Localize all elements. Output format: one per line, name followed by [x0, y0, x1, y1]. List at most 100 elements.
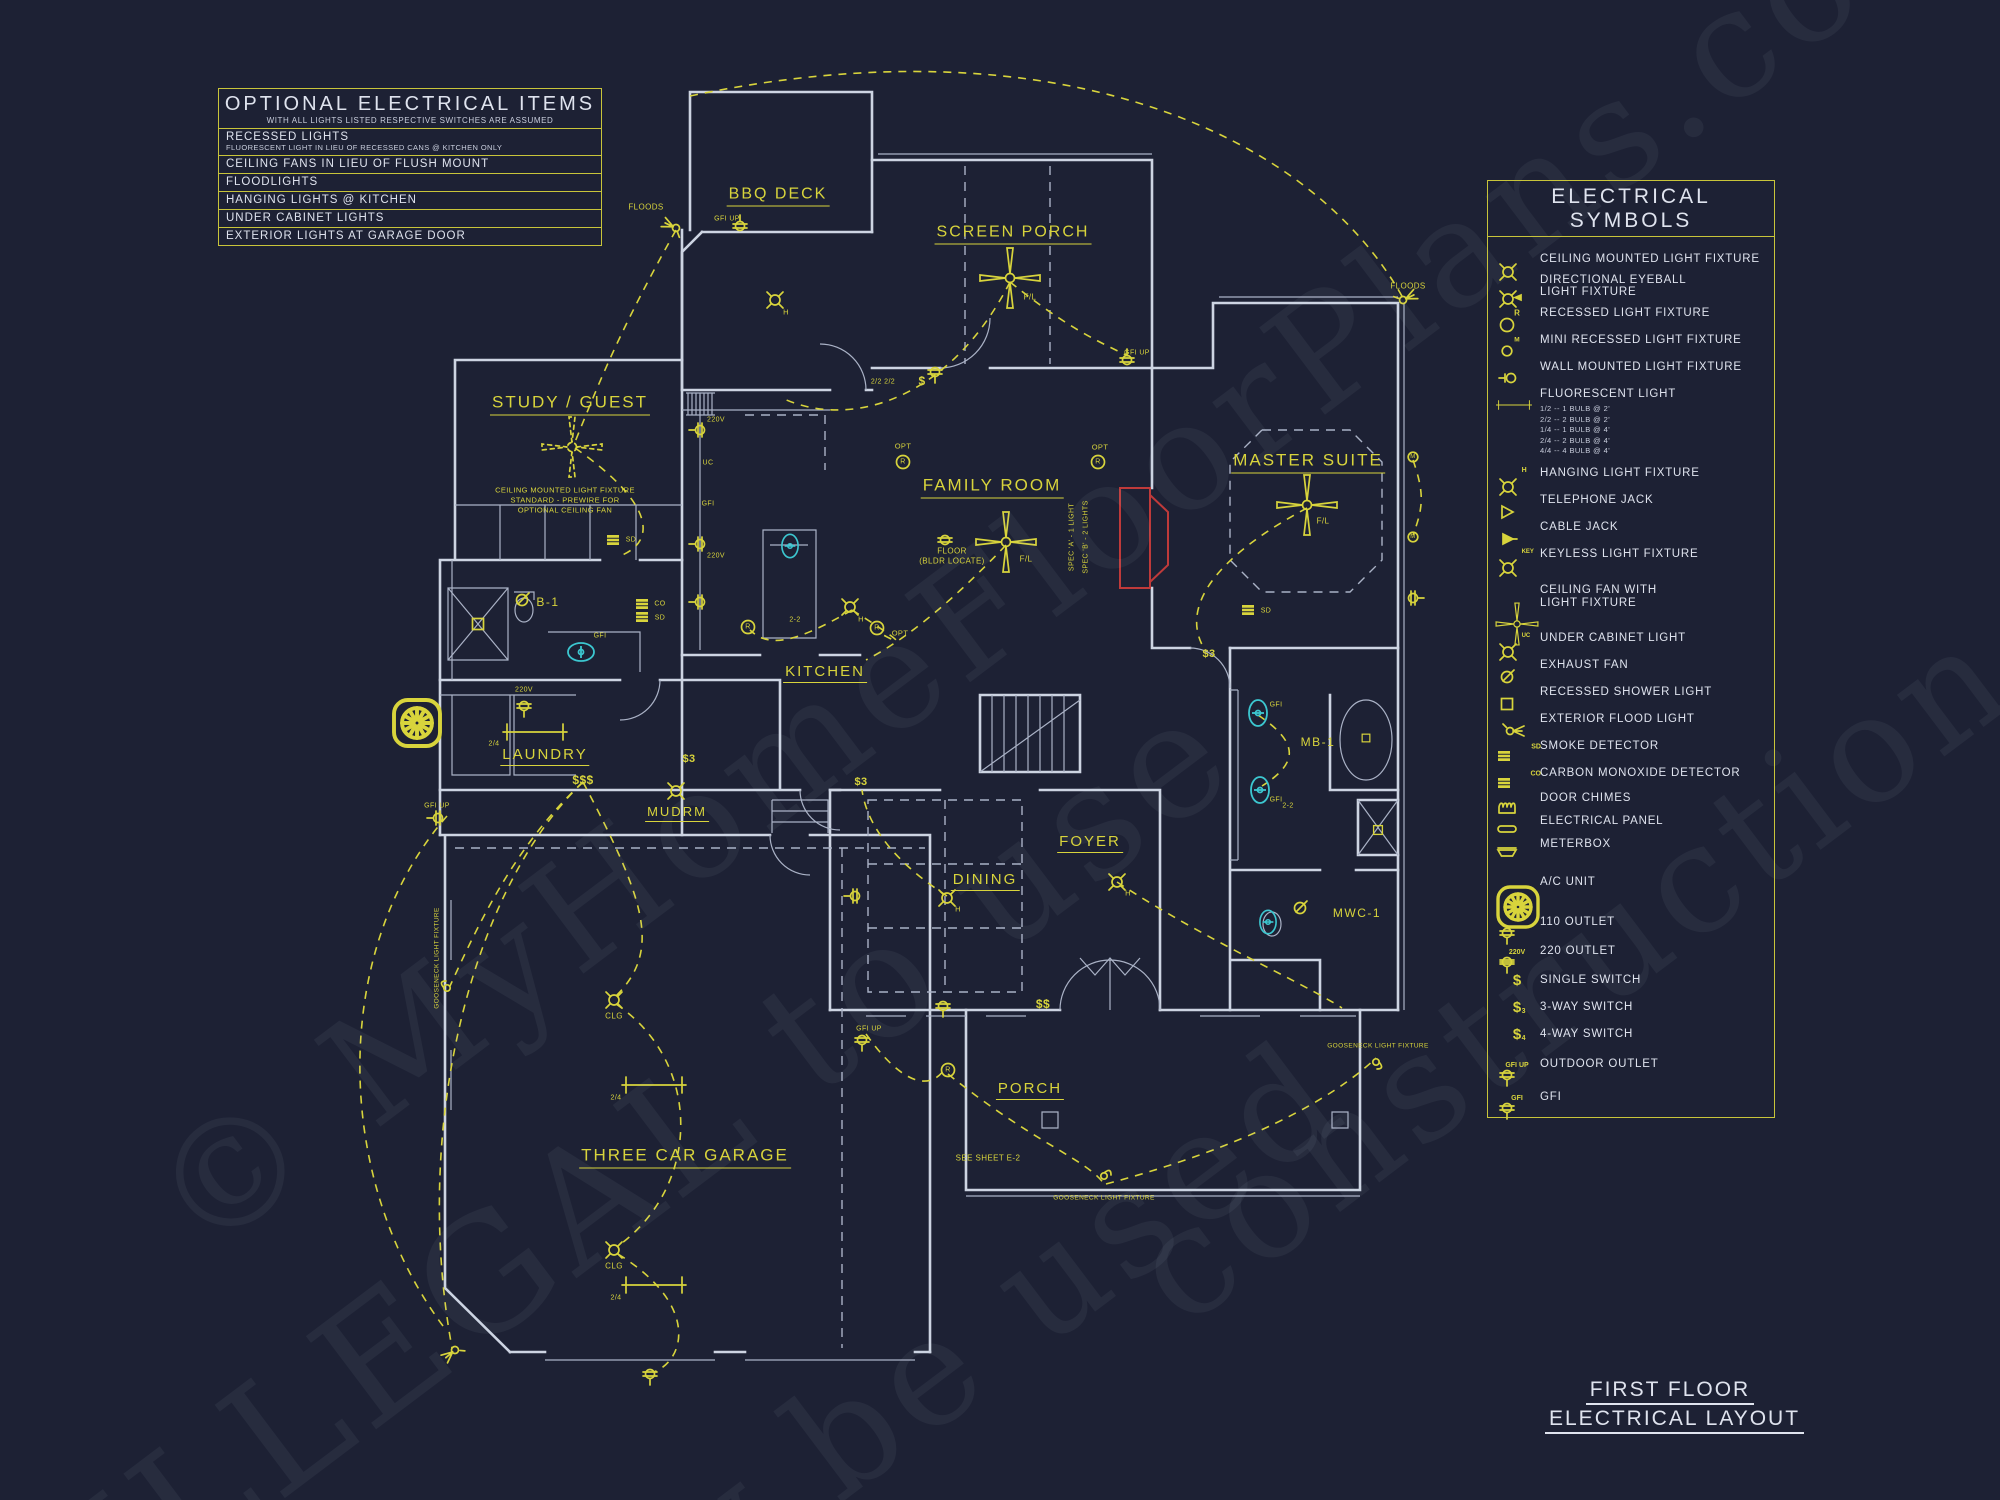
gfi-label: GFI: [1269, 701, 1283, 709]
legend-item: KEY KEYLESS LIGHT FIXTURE: [1494, 542, 1768, 577]
fan-light-label: F/L: [1316, 516, 1330, 526]
gfi-label: GFI: [701, 500, 715, 508]
switch-symbol: $$: [1035, 997, 1051, 1011]
fluorescent-size-label: 2/4: [610, 1094, 622, 1102]
co-label: CO: [654, 600, 666, 608]
room-label-study-guest: STUDY / GUEST: [489, 393, 651, 416]
outlet-220v-label: 220V: [515, 686, 533, 694]
legend-item: R RECESSED LIGHT FIXTURE: [1494, 300, 1768, 333]
spec-note: SPEC 'A' - 1 LIGHT: [1068, 502, 1076, 572]
legend-item: TELEPHONE JACK: [1494, 488, 1768, 519]
fireplace: [1119, 487, 1169, 589]
row-label: UNDER CABINET LIGHTS: [226, 212, 385, 224]
room-label-dining: DINING: [950, 871, 1020, 891]
legend-item: M MINI RECESSED LIGHT FIXTURE: [1494, 327, 1768, 357]
table-row: RECESSED LIGHTS FLUORESCENT LIGHT IN LIE…: [219, 129, 601, 156]
sheet-title: FIRST FLOOR ELECTRICAL LAYOUT: [1545, 1378, 1805, 1436]
legend-item: CABLE JACK: [1494, 515, 1768, 545]
study-fixture-note: OPTIONAL CEILING FAN: [517, 505, 613, 515]
table-row: FLOODLIGHTS: [219, 174, 601, 192]
fluorescent-size-label: 2-2: [1282, 802, 1294, 810]
legend-item: DOOR CHIMES: [1494, 788, 1768, 814]
sd-label: SD: [625, 536, 637, 544]
legend-item: GFI GFI: [1494, 1082, 1768, 1120]
recessed-r-letter: R: [945, 1066, 951, 1074]
hanging-h-label: H: [955, 904, 961, 914]
optional-items-subtitle: WITH ALL LIGHTS LISTED RESPECTIVE SWITCH…: [266, 116, 554, 125]
recessed-r-letter: R: [900, 458, 906, 466]
floor-outlet-note: (BLDR LOCATE): [919, 556, 985, 566]
mini-recessed-m-letter: M: [1410, 534, 1416, 540]
opt-label: OPT: [894, 441, 912, 451]
legend-item: RECESSED SHOWER LIGHT: [1494, 680, 1768, 710]
room-label-family-room: FAMILY ROOM: [920, 476, 1064, 499]
gfi-up-label: GFI UP: [1124, 349, 1150, 357]
switch-symbol: $3: [682, 753, 696, 765]
room-label-foyer: FOYER: [1057, 833, 1123, 853]
fluorescent-size-label: 2/2 2/2: [870, 378, 896, 386]
legend-item: CO CARBON MONOXIDE DETECTOR: [1494, 761, 1768, 789]
gooseneck-note: GOOSENECK LIGHT FIXTURE: [1327, 1042, 1429, 1050]
floor-outlet-note: FLOOR: [937, 546, 967, 556]
room-label-master-suite: MASTER SUITE: [1231, 451, 1385, 474]
fan-light-label: F/L: [1019, 554, 1033, 564]
hanging-h-label: H: [783, 307, 789, 317]
ac-unit-icon: [392, 698, 442, 748]
uc-label: UC: [702, 459, 714, 467]
recessed-r-letter: R: [1095, 458, 1101, 466]
legend-item: WALL MOUNTED LIGHT FIXTURE: [1494, 354, 1768, 384]
floods-label: FLOODS: [628, 202, 664, 212]
fluorescent-size-key: 1/2 -- 1 BULB @ 2'2/2 -- 2 BULB @ 2' 1/4…: [1540, 404, 1611, 455]
legend-item: ELECTRICAL PANEL: [1494, 811, 1768, 833]
legend-item: EXTERIOR FLOOD LIGHT: [1494, 707, 1768, 737]
clg-label: CLG: [605, 1011, 623, 1021]
legend-item: EXHAUST FAN: [1494, 653, 1768, 683]
three-way-switch-icon: $3: [1512, 998, 1526, 1016]
wall-details: [440, 153, 1405, 1361]
optional-items-table: OPTIONAL ELECTRICAL ITEMS WITH ALL LIGHT…: [218, 88, 602, 246]
room-label-screen-porch: SCREEN PORCH: [934, 224, 1092, 245]
gfi-up-label: GFI UP: [424, 802, 450, 810]
room-label-mb1: MB-1: [1300, 735, 1336, 749]
room-label-bbq-deck: BBQ DECK: [726, 186, 830, 207]
fluorescent-size-label: 2/4: [610, 1294, 622, 1302]
legend-item: $3 3-WAY SWITCH: [1494, 995, 1768, 1021]
table-row: EXTERIOR LIGHTS AT GARAGE DOOR: [219, 228, 601, 245]
legend-item: CEILING MOUNTED LIGHT FIXTURE: [1494, 246, 1768, 281]
circuit-wiring: [359, 70, 1422, 1373]
fluorescent-size-label: 2/4: [488, 740, 500, 748]
spec-note: SPEC 'B' - 2 LIGHTS: [1082, 500, 1090, 574]
sheet-title-line2: ELECTRICAL LAYOUT: [1545, 1407, 1805, 1434]
outlet-220v-label: 220V: [707, 416, 725, 424]
room-label-kitchen: KITCHEN: [783, 663, 867, 683]
sd-label: SD: [654, 614, 666, 622]
four-way-switch-icon: $4: [1512, 1025, 1526, 1043]
switch-symbol: $3: [1202, 648, 1216, 660]
row-label: EXTERIOR LIGHTS AT GARAGE DOOR: [226, 230, 466, 242]
row-label: RECESSED LIGHTS: [226, 131, 349, 143]
table-row: CEILING FANS IN LIEU OF FLUSH MOUNT: [219, 156, 601, 174]
floods-label: FLOODS: [1390, 281, 1426, 291]
study-fixture-note: CEILING MOUNTED LIGHT FIXTURE: [495, 485, 635, 495]
table-row: HANGING LIGHTS @ KITCHEN: [219, 192, 601, 210]
gfi-up-label: GFI UP: [856, 1025, 882, 1033]
room-label-laundry: LAUNDRY: [500, 746, 590, 766]
switch-symbol: $: [918, 374, 926, 388]
switch-symbol: $$$: [572, 773, 594, 787]
hanging-h-label: H: [858, 614, 864, 624]
study-fixture-note: STANDARD - PREWIRE FOR: [510, 495, 620, 505]
row-label: HANGING LIGHTS @ KITCHEN: [226, 194, 417, 206]
opt-label: OPT: [1091, 442, 1109, 452]
room-label-three-car-garage: THREE CAR GARAGE: [579, 1146, 791, 1169]
legend-item: SD SMOKE DETECTOR: [1494, 734, 1768, 762]
room-label-porch: PORCH: [995, 1080, 1065, 1100]
gooseneck-note: GOOSENECK LIGHT FIXTURE: [433, 907, 441, 1009]
legend-item: H HANGING LIGHT FIXTURE: [1494, 461, 1768, 496]
row-note: FLUORESCENT LIGHT IN LIEU OF RECESSED CA…: [226, 143, 503, 152]
opt-label: OPT: [891, 628, 909, 638]
legend-item: 110 OUTLET: [1494, 910, 1768, 945]
gooseneck-note: GOOSENECK LIGHT FIXTURE: [1053, 1194, 1155, 1202]
